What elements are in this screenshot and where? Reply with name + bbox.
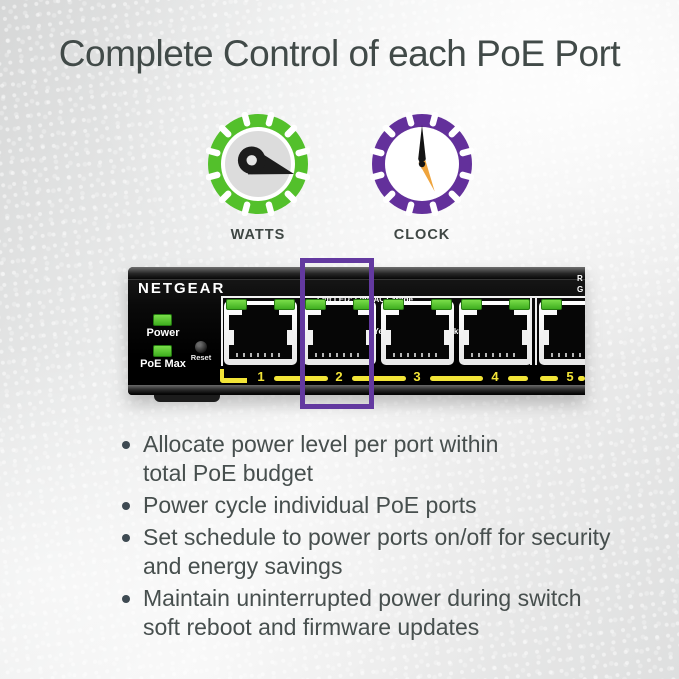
port-panel-left-edge — [221, 296, 223, 366]
port-number-5: 5 — [566, 369, 574, 384]
poe-max-led-icon — [153, 345, 172, 357]
clock-label: CLOCK — [393, 227, 451, 243]
rj45-opening — [229, 305, 292, 359]
port-link-led-icon — [226, 299, 247, 310]
feature-item-4: Maintain uninterrupted power during swit… — [122, 584, 662, 642]
watts-gauge-icon — [206, 112, 310, 216]
rj45-opening — [464, 305, 527, 359]
rj45-opening — [308, 305, 371, 359]
port-link-led-icon — [461, 299, 482, 310]
port-poe-led-icon — [509, 299, 530, 310]
port-number-1: 1 — [257, 369, 265, 384]
switch-foot — [154, 395, 220, 402]
power-led-label: Power — [146, 327, 180, 339]
port-link-led-icon — [541, 299, 562, 310]
feature-item-3: Set schedule to power ports on/off for s… — [122, 523, 662, 581]
port-2-highlight-box — [300, 258, 374, 409]
bullet-icon — [122, 502, 130, 510]
port-poe-led-icon — [274, 299, 295, 310]
ethernet-port-5 — [539, 299, 585, 365]
clock-hands-icon — [418, 125, 435, 192]
port-number-2: 2 — [335, 369, 343, 384]
poe-switch-photo: NETGEAR Left LED: Link/ACT Mode Green=10… — [128, 267, 585, 402]
port-poe-led-icon — [431, 299, 452, 310]
clock-icon — [370, 112, 474, 216]
gauge-needle-icon — [237, 146, 294, 175]
port-group-separator — [530, 297, 537, 365]
netgear-logo: NETGEAR — [138, 280, 226, 297]
ethernet-port-1 — [224, 299, 297, 365]
rj45-opening — [544, 305, 585, 359]
watts-label: WATTS — [230, 227, 286, 243]
port-link-led-icon — [383, 299, 404, 310]
feature-item-1: Allocate power level per port within tot… — [122, 430, 662, 488]
bullet-icon — [122, 534, 130, 542]
port-number-bracket — [220, 369, 247, 383]
rj45-opening — [386, 305, 449, 359]
clipped-right-legend: R G — [577, 274, 584, 294]
port-link-led-icon — [305, 299, 326, 310]
poe-max-led-label: PoE Max — [140, 358, 186, 370]
reset-label: Reset — [190, 353, 212, 362]
feature-item-2: Power cycle individual PoE ports — [122, 491, 662, 520]
page-title: Complete Control of each PoE Port — [58, 33, 621, 74]
port-number-3: 3 — [413, 369, 421, 384]
ethernet-port-2 — [303, 299, 376, 365]
power-led-icon — [153, 314, 172, 326]
bullet-icon — [122, 595, 130, 603]
reset-button-icon — [195, 341, 207, 353]
port-panel-top-edge — [221, 296, 585, 298]
switch-bottom-bezel — [128, 385, 585, 395]
ethernet-port-3 — [381, 299, 454, 365]
port-number-4: 4 — [491, 369, 499, 384]
feature-list: Allocate power level per port within tot… — [122, 430, 662, 645]
bullet-icon — [122, 441, 130, 449]
switch-front-panel: NETGEAR Left LED: Link/ACT Mode Green=10… — [128, 267, 585, 395]
ethernet-port-4 — [459, 299, 532, 365]
switch-top-bezel — [128, 267, 585, 280]
